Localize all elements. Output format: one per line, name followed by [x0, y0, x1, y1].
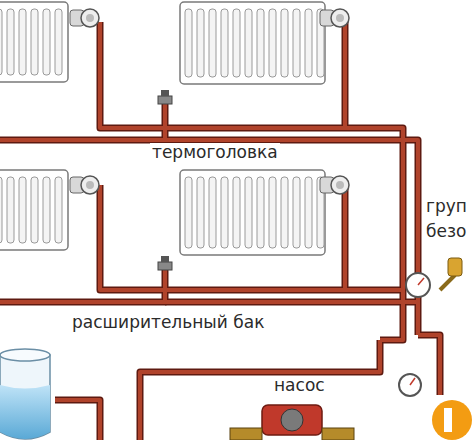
pipe — [342, 185, 349, 290]
part-label: безо — [424, 222, 468, 242]
part-label: насос — [272, 376, 327, 396]
pressure-gauge — [399, 374, 421, 396]
pipe — [0, 268, 165, 302]
pipe — [342, 22, 349, 128]
part-label: термоголовка — [150, 143, 280, 163]
radiator — [180, 2, 325, 84]
part-label: расширительный бак — [70, 313, 266, 333]
pump — [230, 405, 354, 440]
valves — [158, 90, 172, 270]
radiator — [180, 170, 325, 255]
radiators — [0, 2, 325, 255]
pipe — [165, 140, 418, 335]
pipe — [140, 340, 380, 440]
logo — [432, 400, 472, 440]
pipe — [343, 22, 347, 128]
thermostatic-heads — [70, 9, 349, 194]
radiator — [0, 170, 68, 250]
safety-group — [406, 258, 462, 297]
pipe — [165, 299, 418, 306]
pipe — [0, 268, 165, 302]
pipe — [140, 340, 380, 440]
pipe — [343, 185, 347, 290]
pipe — [165, 300, 418, 304]
pipe — [55, 400, 100, 440]
pipe — [165, 140, 418, 335]
pipe — [0, 100, 165, 140]
expansion-tank — [0, 349, 50, 439]
pipe — [0, 100, 165, 140]
pipe — [55, 400, 100, 440]
part-label: груп — [424, 197, 469, 217]
radiator — [0, 2, 68, 82]
